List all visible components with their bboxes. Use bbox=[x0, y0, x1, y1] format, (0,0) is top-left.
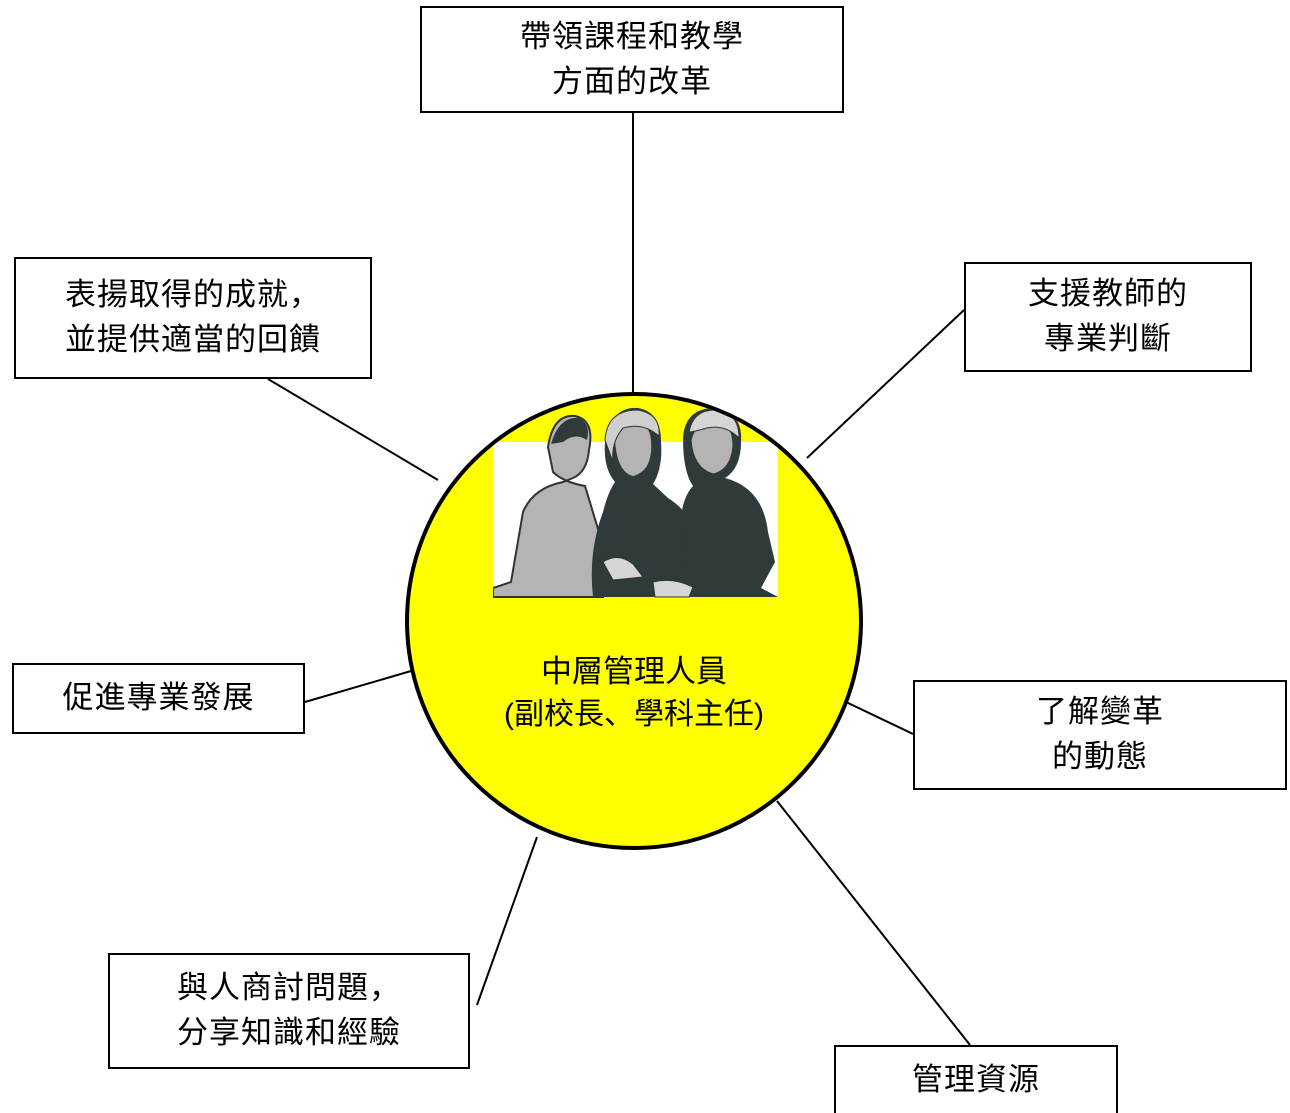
node-curriculum-line2: 方面的改革 bbox=[552, 63, 712, 100]
node-resources-line1: 管理資源 bbox=[912, 1061, 1040, 1098]
connector-change bbox=[845, 701, 914, 735]
node-support-line2: 專業判斷 bbox=[1044, 321, 1172, 357]
node-support-teachers: 支援教師的 專業判斷 bbox=[964, 262, 1252, 372]
connector-resources bbox=[776, 800, 971, 1046]
center-label: 中層管理人員 (副校長、學科主任) bbox=[409, 651, 859, 736]
node-curriculum-reform: 帶領課程和教學 方面的改革 bbox=[420, 6, 844, 113]
node-change-line2: 的動態 bbox=[1052, 739, 1148, 775]
node-change-line1: 了解變革 bbox=[1036, 694, 1164, 731]
node-discuss-line1: 與人商討問題， bbox=[177, 970, 401, 1007]
node-discuss-line2: 分享知識和經驗 bbox=[177, 1015, 401, 1051]
node-curriculum-line1: 帶領課程和教學 bbox=[520, 18, 744, 55]
people-clipart-image bbox=[493, 407, 778, 598]
node-professional-development: 促進專業發展 bbox=[12, 663, 305, 734]
connector-professional bbox=[304, 670, 412, 703]
center-circle: 中層管理人員 (副校長、學科主任) bbox=[405, 392, 863, 850]
node-understand-change: 了解變革 的動態 bbox=[913, 680, 1287, 790]
node-recognize-line2: 並提供適當的回饋 bbox=[65, 322, 321, 358]
node-recognize-line1: 表揚取得的成就， bbox=[65, 277, 321, 314]
center-subtitle: (副校長、學科主任) bbox=[504, 698, 764, 732]
node-recognize-achievement: 表揚取得的成就， 並提供適當的回饋 bbox=[14, 257, 372, 379]
node-manage-resources: 管理資源 bbox=[834, 1045, 1118, 1113]
node-professional-line1: 促進專業發展 bbox=[62, 680, 255, 717]
center-title: 中層管理人員 bbox=[541, 654, 727, 690]
connector-support bbox=[806, 309, 965, 459]
node-support-line1: 支援教師的 bbox=[1028, 276, 1188, 313]
connector-recognize bbox=[267, 378, 439, 481]
connector-discuss bbox=[476, 836, 538, 1006]
node-discuss-share: 與人商討問題， 分享知識和經驗 bbox=[108, 953, 470, 1069]
